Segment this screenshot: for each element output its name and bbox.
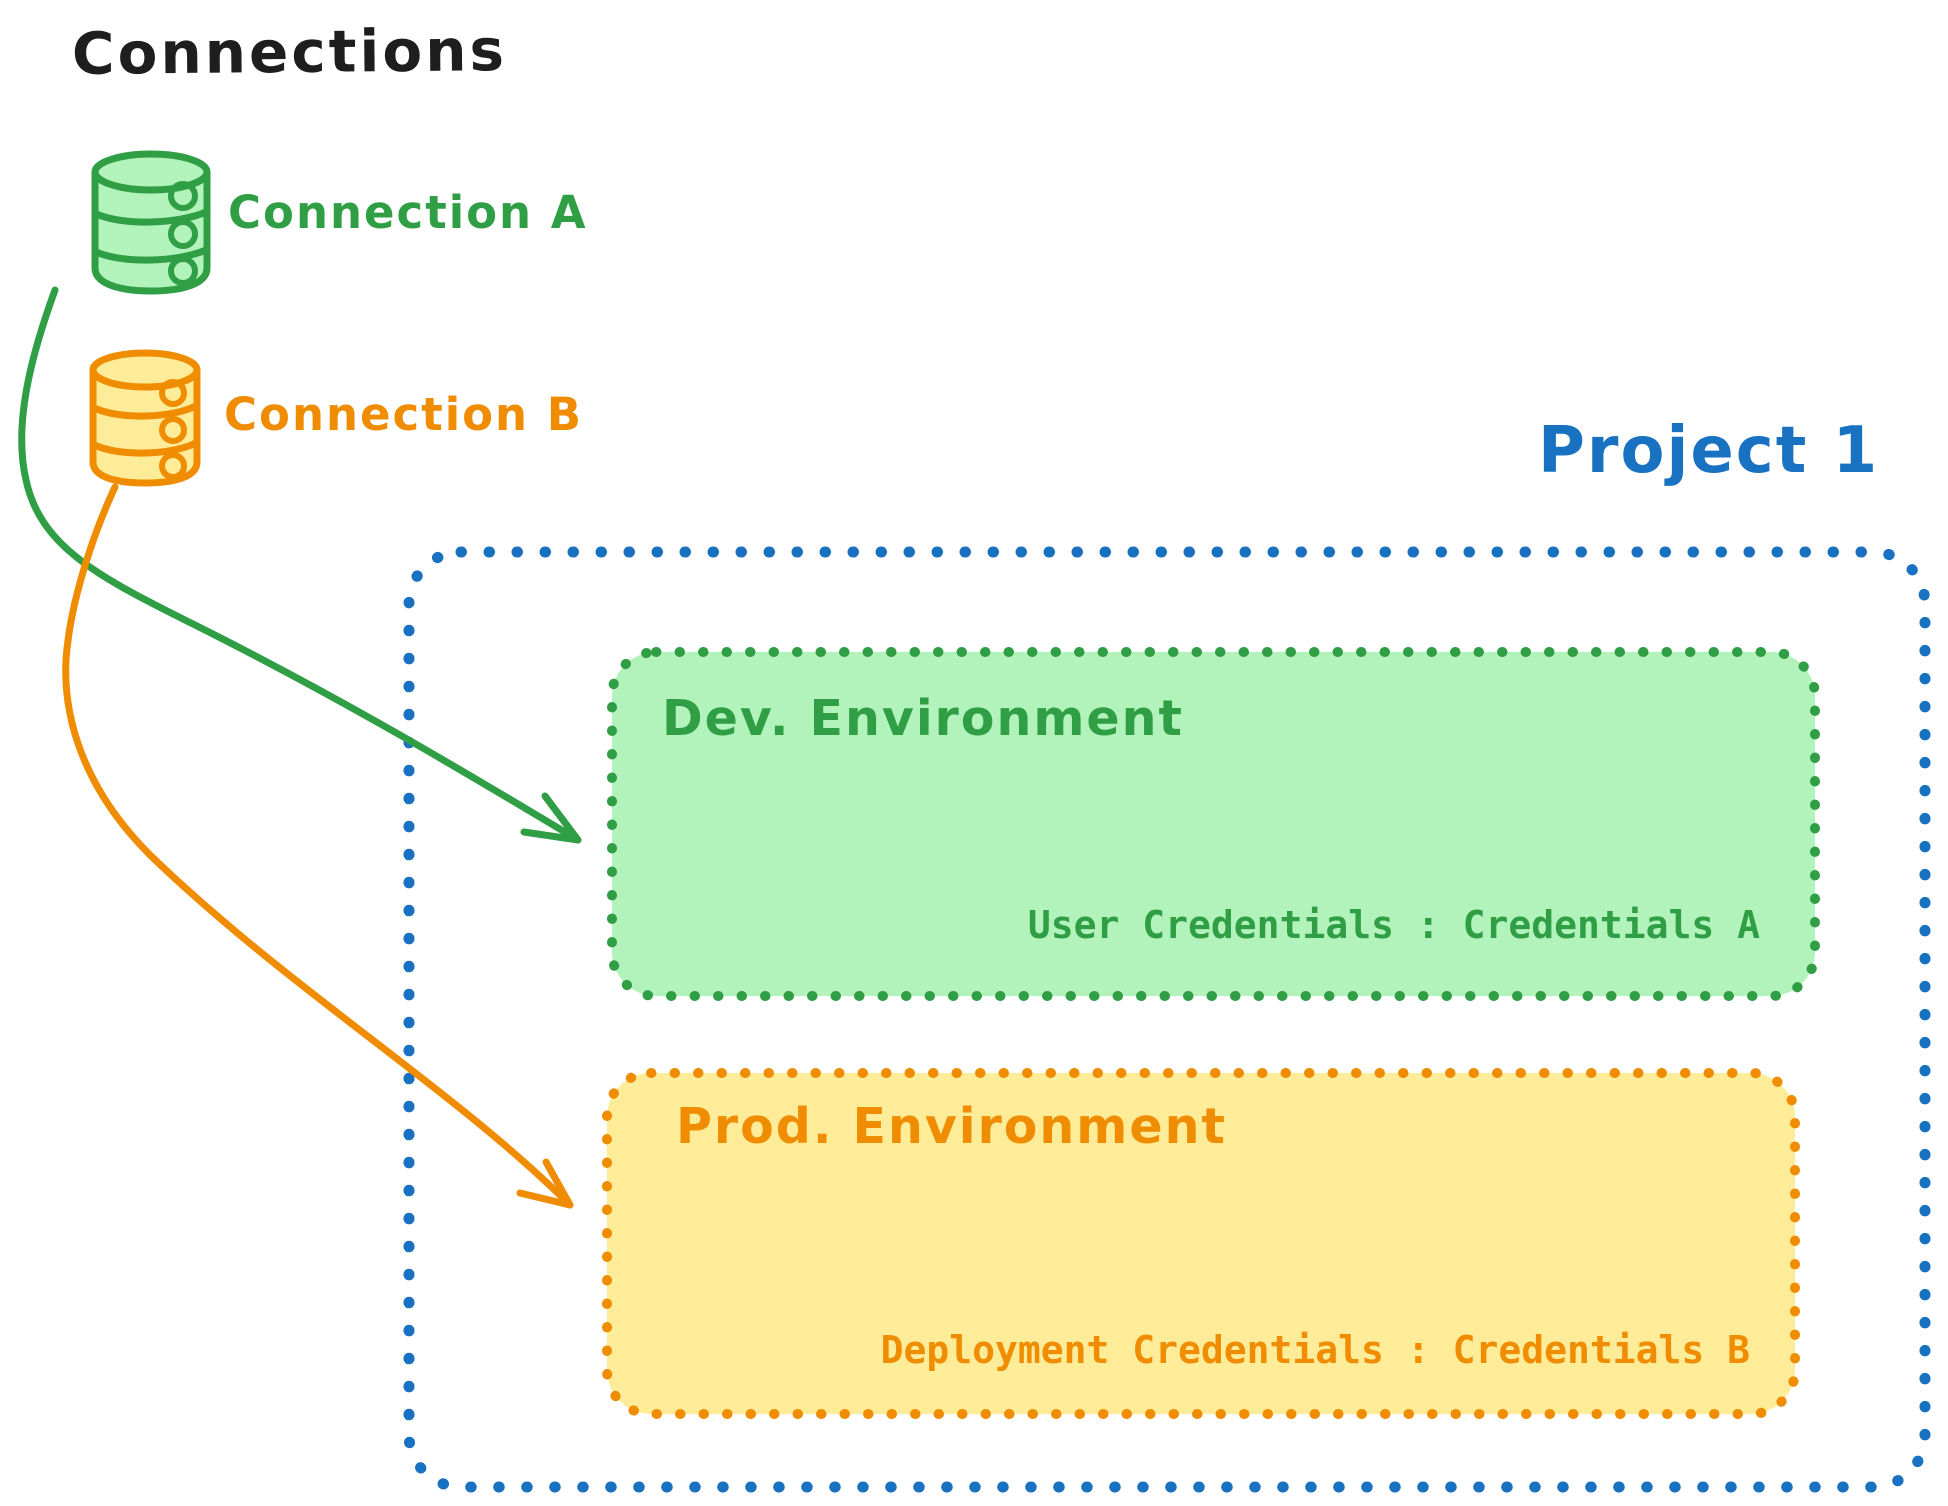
dev-environment-credentials: User Credentials : Credentials A bbox=[1027, 903, 1760, 947]
project-title: Project 1 bbox=[1538, 414, 1880, 488]
arrow-connection-a-to-dev bbox=[18, 286, 582, 844]
dev-environment-box bbox=[607, 647, 1820, 1001]
database-icon bbox=[91, 150, 211, 295]
prod-environment-credentials: Deployment Credentials : Credentials B bbox=[880, 1328, 1750, 1372]
dev-environment-title: Dev. Environment bbox=[662, 690, 1184, 747]
database-icon bbox=[89, 349, 201, 487]
connection-b-label: Connection B bbox=[224, 388, 584, 441]
project-box bbox=[403, 546, 1931, 1493]
page-title: Connections bbox=[71, 16, 508, 88]
arrowhead bbox=[520, 792, 582, 844]
connection-a-label: Connection A bbox=[228, 186, 588, 239]
prod-environment-title: Prod. Environment bbox=[676, 1098, 1227, 1155]
prod-environment-box bbox=[602, 1068, 1800, 1419]
arrowhead bbox=[516, 1158, 574, 1209]
arrow-connection-b-to-prod bbox=[62, 483, 574, 1209]
